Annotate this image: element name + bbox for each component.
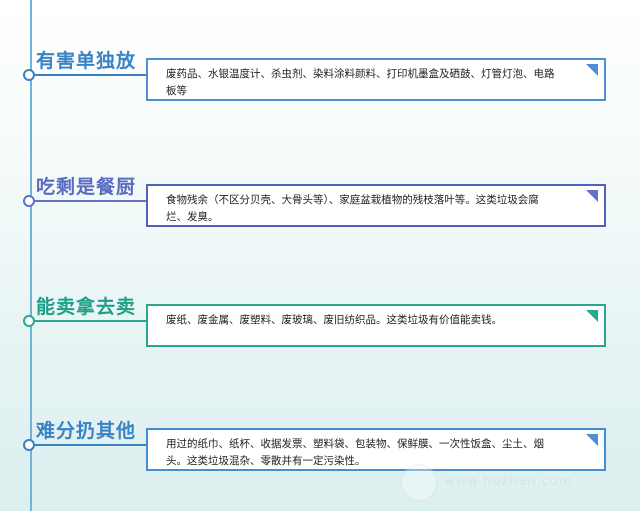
watermark-text: www.hbzhan.com [444,474,573,489]
description-card: 废药品、水银温度计、杀虫剂、染料涂料颜料、打印机墨盒及硒鼓、灯管灯泡、电路板等 [146,58,606,101]
timeline-dot [23,69,35,81]
title-underline [30,444,148,446]
title-underline [30,200,148,202]
corner-triangle-icon [586,310,598,322]
timeline-dot [23,439,35,451]
section-title: 能卖拿去卖 [36,296,137,318]
section-other: 难分扔其他 用过的纸巾、纸杯、收据发票、塑料袋、包装物、保鲜膜、一次性饭盒、尘土… [0,416,640,496]
corner-triangle-icon [586,190,598,202]
title-underline [30,320,148,322]
title-underline [30,74,148,76]
description-text: 废纸、废金属、废塑料、废玻璃、废旧纺织品。这类垃圾有价值能卖钱。 [166,314,502,326]
watermark: www.hbzhan.com [400,462,610,502]
section-title: 吃剩是餐厨 [36,176,137,198]
description-text: 食物残余（不区分贝壳、大骨头等）、家庭盆栽植物的残枝落叶等。这类垃圾会腐烂、发臭… [166,194,539,223]
description-text: 用过的纸巾、纸杯、收据发票、塑料袋、包装物、保鲜膜、一次性饭盒、尘土、烟头。这类… [166,438,544,467]
section-title: 难分扔其他 [36,420,137,442]
description-card: 废纸、废金属、废塑料、废玻璃、废旧纺织品。这类垃圾有价值能卖钱。 [146,304,606,347]
description-card: 食物残余（不区分贝壳、大骨头等）、家庭盆栽植物的残枝落叶等。这类垃圾会腐烂、发臭… [146,184,606,227]
timeline-dot [23,195,35,207]
timeline-line [30,0,32,511]
section-hazardous: 有害单独放 废药品、水银温度计、杀虫剂、染料涂料颜料、打印机墨盒及硒鼓、灯管灯泡… [0,46,640,126]
description-card: 用过的纸巾、纸杯、收据发票、塑料袋、包装物、保鲜膜、一次性饭盒、尘土、烟头。这类… [146,428,606,471]
corner-triangle-icon [586,64,598,76]
section-recyclable: 能卖拿去卖 废纸、废金属、废塑料、废玻璃、废旧纺织品。这类垃圾有价值能卖钱。 [0,292,640,372]
corner-triangle-icon [586,434,598,446]
timeline-dot [23,315,35,327]
section-kitchen: 吃剩是餐厨 食物残余（不区分贝壳、大骨头等）、家庭盆栽植物的残枝落叶等。这类垃圾… [0,172,640,252]
watermark-logo-icon [400,464,438,502]
description-text: 废药品、水银温度计、杀虫剂、染料涂料颜料、打印机墨盒及硒鼓、灯管灯泡、电路板等 [166,68,555,97]
section-title: 有害单独放 [36,50,137,72]
